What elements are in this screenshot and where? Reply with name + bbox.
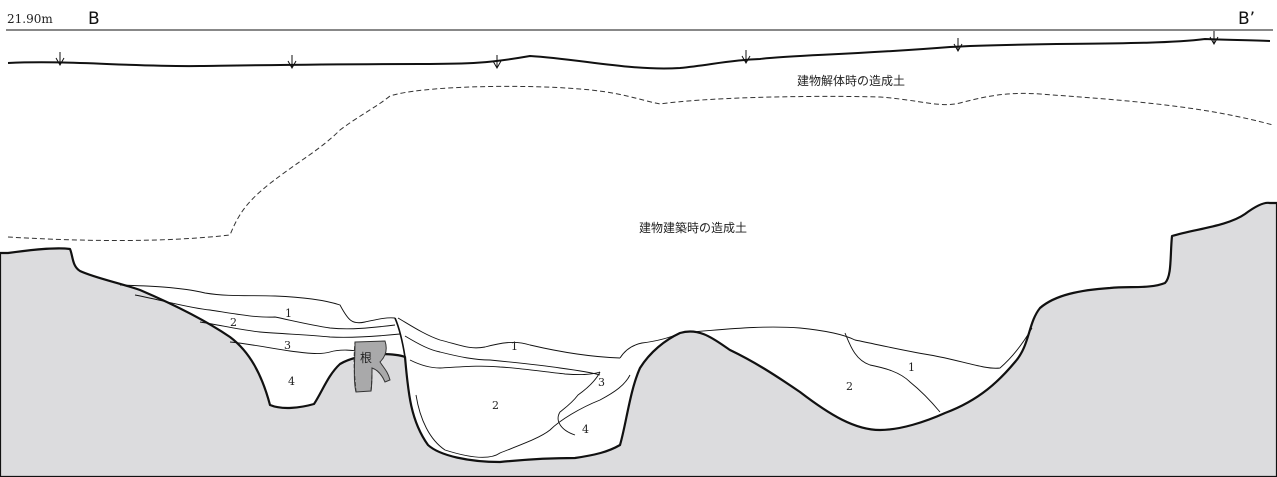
center-pit-layer-2: 2 (492, 399, 499, 412)
left-pit-layer-3: 3 (284, 339, 291, 352)
left-pit-layer-4: 4 (288, 375, 295, 388)
elevation-label: 21.90m (7, 12, 53, 26)
section-start-label: B (88, 9, 100, 29)
surface-markers (55, 31, 1219, 70)
left-pit-layer-1: 1 (285, 307, 292, 320)
center-pit-layers (397, 317, 681, 458)
subsoil-area (0, 201, 1277, 477)
ground-surface (7, 37, 1271, 70)
root-label: 根 (360, 351, 372, 365)
center-pit-layer-3: 3 (598, 376, 605, 389)
center-pit-layer-1: 1 (511, 340, 518, 353)
pit-divider (394, 317, 406, 358)
right-pit-layer-1: 1 (908, 361, 915, 374)
center-pit-layer-4: 4 (582, 423, 589, 436)
section-end-label: B’ (1238, 9, 1255, 29)
demolition-fill-label: 建物解体時の造成土 (797, 74, 905, 88)
right-pit-layers (689, 326, 1033, 413)
right-pit-layer-2: 2 (846, 380, 853, 393)
left-pit-layers (119, 284, 401, 354)
construction-fill-label: 建物建築時の造成土 (639, 220, 747, 235)
root-dashed-edge (353, 341, 373, 393)
left-pit-layer-2: 2 (230, 316, 237, 329)
fill-boundary-dashed (7, 85, 1274, 242)
